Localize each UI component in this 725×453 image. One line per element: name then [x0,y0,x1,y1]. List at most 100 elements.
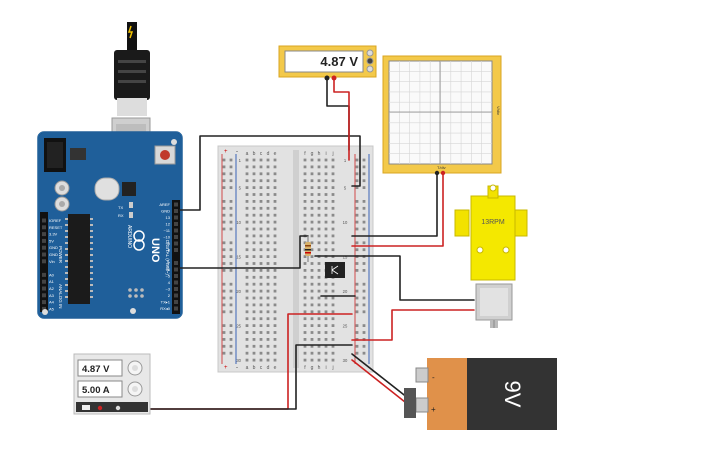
breadboard-hole[interactable] [310,255,314,258]
breadboard-hole[interactable] [266,234,270,238]
breadboard-hole[interactable] [259,275,263,279]
breadboard-hole[interactable] [245,186,249,189]
mode-dial-icon[interactable] [366,49,374,57]
rail-hole[interactable] [229,255,233,258]
mode-dial-icon[interactable] [366,65,374,73]
breadboard-hole[interactable] [266,269,270,272]
breadboard-hole[interactable] [252,234,256,238]
rail-hole[interactable] [229,220,233,224]
breadboard-hole[interactable] [310,303,314,307]
breadboard-hole[interactable] [273,193,277,196]
breadboard-hole[interactable] [303,200,307,203]
breadboard-hole[interactable] [252,241,256,245]
breadboard-hole[interactable] [303,275,307,279]
breadboard-hole[interactable] [252,275,256,279]
rail-hole[interactable] [229,262,233,265]
rail-hole[interactable] [355,179,359,183]
wire-scope-signal[interactable] [351,171,444,247]
breadboard-hole[interactable] [324,165,328,169]
rail-hole[interactable] [362,186,366,189]
breadboard-hole[interactable] [324,179,328,183]
breadboard-hole[interactable] [273,344,277,348]
breadboard-hole[interactable] [252,206,256,210]
breadboard-hole[interactable] [331,158,335,162]
breadboard-hole[interactable] [266,248,270,252]
rail-hole[interactable] [229,331,233,334]
breadboard-hole[interactable] [245,213,249,217]
breadboard-hole[interactable] [273,255,277,258]
rail-hole[interactable] [222,351,226,355]
breadboard-hole[interactable] [266,351,270,355]
pin-hole[interactable] [42,279,46,284]
breadboard-hole[interactable] [259,227,263,231]
rail-hole[interactable] [229,179,233,183]
rail-hole[interactable] [355,269,359,272]
rail-hole[interactable] [362,206,366,210]
breadboard-hole[interactable] [273,331,277,334]
breadboard-hole[interactable] [317,227,321,231]
rail-hole[interactable] [355,331,359,334]
wire-battery-neg[interactable] [351,353,409,399]
breadboard-hole[interactable] [317,338,321,341]
breadboard-hole[interactable] [273,310,277,314]
breadboard-hole[interactable] [259,248,263,252]
breadboard-hole[interactable] [317,358,321,362]
pin-hole[interactable] [174,300,178,304]
rail-hole[interactable] [222,255,226,258]
breadboard-hole[interactable] [310,186,314,189]
breadboard-hole[interactable] [252,200,256,203]
breadboard-hole[interactable] [245,269,249,272]
rail-hole[interactable] [222,344,226,348]
rail-hole[interactable] [229,289,233,293]
breadboard-hole[interactable] [324,172,328,176]
breadboard-hole[interactable] [273,186,277,189]
breadboard-hole[interactable] [303,310,307,314]
breadboard-hole[interactable] [266,165,270,169]
breadboard-hole[interactable] [252,282,256,286]
breadboard-hole[interactable] [310,241,314,245]
rail-hole[interactable] [222,241,226,245]
breadboard-hole[interactable] [310,193,314,196]
rail-hole[interactable] [229,206,233,210]
rail-hole[interactable] [229,186,233,189]
breadboard-hole[interactable] [331,331,335,334]
breadboard-hole[interactable] [324,358,328,362]
breadboard-hole[interactable] [259,213,263,217]
breadboard-hole[interactable] [310,351,314,355]
breadboard-hole[interactable] [266,296,270,300]
mode-dial-icon[interactable] [366,57,374,65]
pin-hole[interactable] [42,218,46,223]
breadboard-hole[interactable] [259,289,263,293]
pin-hole[interactable] [174,267,178,272]
breadboard-hole[interactable] [324,296,328,300]
breadboard-hole[interactable] [252,255,256,258]
rail-hole[interactable] [222,331,226,334]
breadboard-hole[interactable] [245,206,249,210]
breadboard-hole[interactable] [245,227,249,231]
breadboard-hole[interactable] [245,344,249,348]
rail-hole[interactable] [229,248,233,252]
breadboard-hole[interactable] [273,227,277,231]
pin-hole[interactable] [174,209,178,213]
breadboard-hole[interactable] [266,344,270,348]
rail-hole[interactable] [362,179,366,183]
breadboard-hole[interactable] [245,234,249,238]
breadboard-hole[interactable] [266,241,270,245]
breadboard-hole[interactable] [259,206,263,210]
breadboard-hole[interactable] [259,165,263,169]
breadboard-hole[interactable] [331,213,335,217]
breadboard-hole[interactable] [273,296,277,300]
breadboard-hole[interactable] [310,269,314,272]
wire-motor-neg[interactable] [314,255,475,301]
breadboard-hole[interactable] [273,262,277,265]
rail-hole[interactable] [222,282,226,286]
breadboard-hole[interactable] [324,227,328,231]
breadboard-hole[interactable] [331,186,335,189]
breadboard-hole[interactable] [245,220,249,224]
breadboard-hole[interactable] [259,358,263,362]
breadboard-hole[interactable] [303,172,307,176]
breadboard-hole[interactable] [245,262,249,265]
breadboard-hole[interactable] [252,344,256,348]
breadboard-hole[interactable] [266,179,270,183]
breadboard-hole[interactable] [331,200,335,203]
